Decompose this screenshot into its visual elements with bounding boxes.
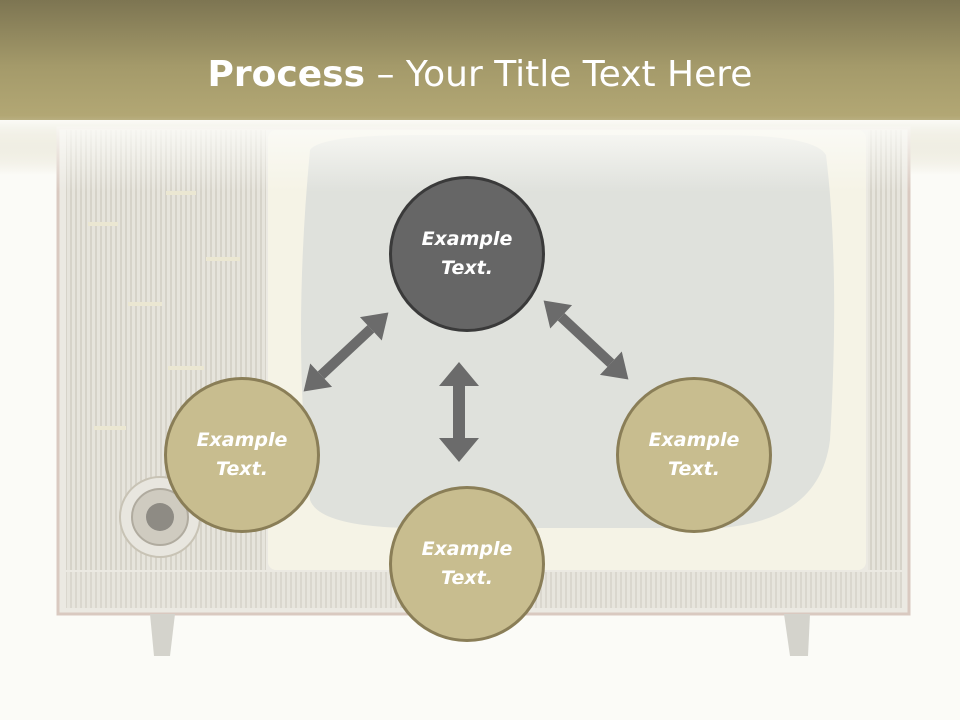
arrow-vertical <box>439 362 479 462</box>
node-left-label: Example Text. <box>196 429 288 480</box>
page-title: Process – Your Title Text Here <box>0 52 960 98</box>
title-rest: – Your Title Text Here <box>365 54 753 95</box>
node-bottom: Example Text. <box>389 486 545 642</box>
node-top-label: Example Text. <box>421 228 513 279</box>
node-bottom-label: Example Text. <box>421 538 513 589</box>
node-right: Example Text. <box>616 377 772 533</box>
title-bold: Process <box>207 54 366 95</box>
node-left: Example Text. <box>164 377 320 533</box>
arrow-left-diagonal <box>303 312 389 392</box>
arrow-right-diagonal <box>543 300 629 380</box>
node-top: Example Text. <box>389 176 545 332</box>
node-right-label: Example Text. <box>648 429 740 480</box>
